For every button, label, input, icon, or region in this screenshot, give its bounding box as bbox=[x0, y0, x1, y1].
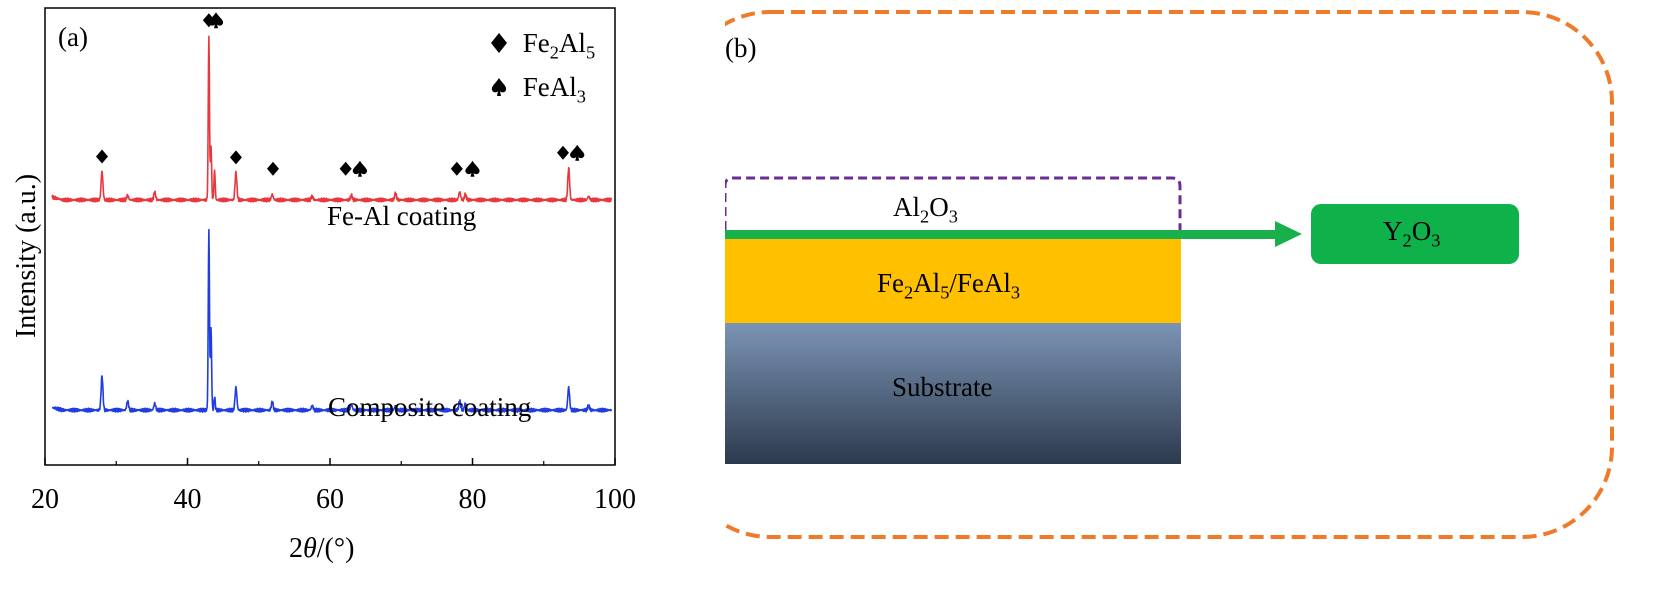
x-axis-label-prefix: 2 bbox=[289, 533, 303, 564]
oxide-layer-outline bbox=[725, 176, 1182, 230]
panel-label-a: (a) bbox=[58, 22, 88, 52]
yttria-base: Y bbox=[1383, 216, 1403, 246]
diamond-marker bbox=[556, 145, 569, 160]
intermetallic-b-sub: 5 bbox=[940, 282, 950, 303]
xrd-chart: 20 40 60 80 100 bbox=[31, 7, 636, 515]
spade-icon bbox=[491, 78, 507, 96]
dashed-border bbox=[725, 10, 1614, 539]
spade-marker bbox=[208, 12, 224, 29]
yttria-box bbox=[1311, 204, 1519, 264]
yttria-sub1: 2 bbox=[1402, 230, 1412, 251]
oxide-label: Al2O3 bbox=[893, 192, 958, 227]
substrate-layer bbox=[725, 323, 1181, 464]
diamond-marker bbox=[339, 161, 352, 176]
arrow-head bbox=[1275, 221, 1302, 247]
x-tick-label: 100 bbox=[594, 484, 636, 515]
series-line-composite bbox=[51, 228, 613, 413]
oxide-line bbox=[725, 230, 1277, 239]
spade-marker bbox=[465, 160, 480, 177]
x-axis-label: 2θ/(°) bbox=[289, 533, 354, 565]
series-line-fe-al bbox=[51, 35, 613, 203]
x-tick-label: 20 bbox=[31, 484, 59, 515]
legend-feal3-sub1: 3 bbox=[576, 86, 586, 107]
substrate-label: Substrate bbox=[892, 372, 993, 402]
intermetallic-sep: /FeAl bbox=[949, 268, 1011, 298]
legend-fe2al5-mid: Al bbox=[558, 28, 586, 58]
intermetallic-a-sub: 2 bbox=[904, 282, 914, 303]
spade-marker bbox=[352, 160, 368, 177]
intermetallic-c-sub: 3 bbox=[1010, 282, 1021, 303]
panel-label-b: (b) bbox=[725, 33, 757, 63]
oxide-sub1: 2 bbox=[920, 206, 930, 227]
y-axis-label: Intensity (a.u.) bbox=[11, 173, 42, 339]
diamond-marker bbox=[229, 150, 242, 165]
series-label-fe-al: Fe-Al coating bbox=[327, 201, 477, 231]
coating-schematic-panel: (b) Al2O3 Fe2Al5/FeAl3 Substrate Y2O3 bbox=[725, 8, 1675, 603]
legend-entry-feal3: FeAl3 bbox=[490, 72, 586, 107]
legend-fe2al5-base: Fe bbox=[522, 28, 550, 58]
yttria-mid: O bbox=[1411, 216, 1432, 246]
x-axis-label-suffix: /(°) bbox=[316, 533, 355, 564]
spade-marker bbox=[570, 144, 585, 161]
intermetallic-label: Fe2Al5/FeAl3 bbox=[877, 268, 1021, 303]
legend-feal3-base: FeAl bbox=[522, 72, 577, 102]
x-tick-label: 40 bbox=[174, 484, 202, 515]
yttria-sub2: 3 bbox=[1431, 230, 1441, 251]
yttria-label: Y2O3 bbox=[1383, 216, 1441, 251]
intermetallic-layer bbox=[725, 237, 1181, 323]
x-tick-label: 60 bbox=[316, 484, 344, 515]
schematic-background bbox=[725, 10, 1614, 539]
intermetallic-b: Al bbox=[913, 268, 941, 298]
legend-fe2al5-sub1: 2 bbox=[549, 42, 559, 63]
intermetallic-a: Fe bbox=[877, 268, 904, 298]
oxide-mid: O bbox=[929, 192, 949, 222]
oxide-sub2: 3 bbox=[948, 206, 958, 227]
diamond-marker bbox=[450, 161, 463, 176]
series-label-composite: Composite coating bbox=[328, 392, 532, 422]
x-tick-label: 80 bbox=[459, 484, 487, 515]
diamond-icon bbox=[491, 33, 507, 53]
diamond-marker bbox=[267, 161, 279, 176]
diamond-marker bbox=[96, 149, 108, 164]
legend-fe2al5-sub2: 5 bbox=[585, 42, 596, 63]
legend-entry-fe2al5: Fe2Al5 bbox=[490, 28, 596, 63]
x-axis-label-var: θ bbox=[303, 533, 317, 564]
oxide-base: Al bbox=[893, 192, 920, 222]
